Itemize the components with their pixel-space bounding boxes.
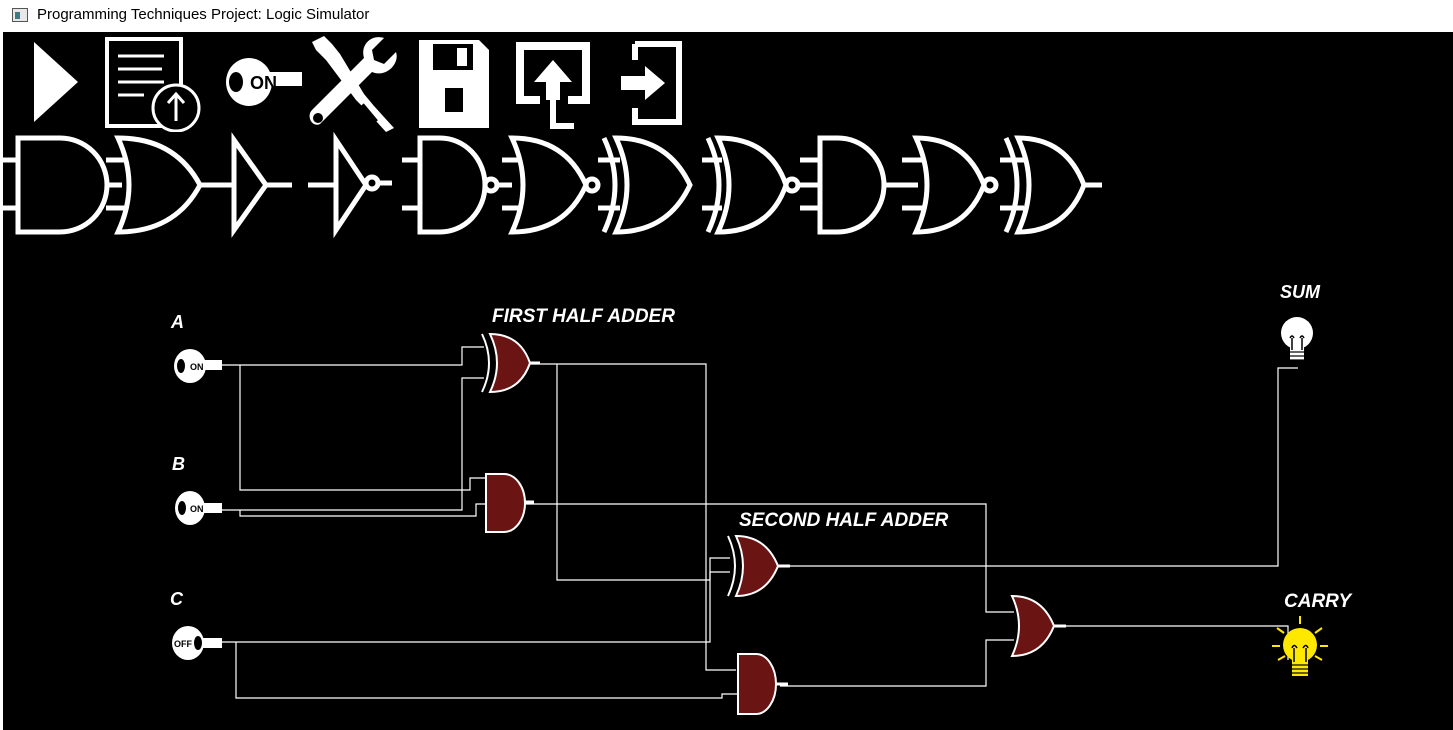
xor-gate-second[interactable] [727,534,790,598]
nor-gate-tool[interactable] [502,135,601,235]
switch-a[interactable]: ON [174,349,222,383]
add-switch-button[interactable]: ON [224,54,304,114]
input-a-label: A [171,312,184,332]
svg-text:ON: ON [190,362,204,372]
led-carry[interactable] [1272,616,1328,676]
and3-gate-tool[interactable] [800,135,918,235]
nor3-gate-tool[interactable] [902,135,999,235]
input-c-label: C [170,589,183,609]
exit-button[interactable] [617,40,687,128]
or-gate-tool[interactable] [106,135,212,235]
led-sum[interactable] [1281,317,1313,361]
load-button[interactable] [104,36,202,132]
window-title: Programming Techniques Project: Logic Si… [37,6,370,23]
xor-gate-tool[interactable] [598,135,693,235]
save-button[interactable] [417,38,491,130]
xor-gate-first[interactable] [481,332,540,394]
first-half-adder-label: FIRST HALF ADDER [492,306,675,327]
second-half-adder-label: SECOND HALF ADDER [739,510,949,531]
edit-button[interactable] [302,34,402,134]
and-gate-tool[interactable] [2,135,122,235]
output-carry-label: CARRY [1284,591,1352,612]
export-button[interactable] [512,38,594,130]
app-icon [12,8,28,22]
export-icon [516,42,590,129]
xnor-gate-tool[interactable] [702,135,801,235]
exit-icon [621,41,682,125]
switch-b[interactable]: ON [175,491,222,525]
buffer-gate-tool[interactable] [212,132,292,238]
switch-on-icon: ON [226,58,302,106]
and-gate-second[interactable] [737,653,788,715]
nand-gate-tool[interactable] [402,135,512,235]
switch-c[interactable]: OFF [172,626,222,660]
svg-text:ON: ON [250,73,277,93]
window-titlebar: Programming Techniques Project: Logic Si… [0,0,1453,32]
load-file-icon [105,37,201,132]
and-gate-first[interactable] [485,473,534,533]
not-gate-tool[interactable] [308,131,392,239]
save-icon [419,40,489,128]
or-gate-carry[interactable] [1010,594,1066,658]
svg-text:ON: ON [190,504,204,514]
svg-text:OFF: OFF [174,639,192,649]
output-sum-label: SUM [1280,282,1320,302]
tools-icon [309,36,397,132]
window-border [0,32,3,730]
play-icon [34,42,78,122]
xor3-gate-tool[interactable] [1000,135,1102,235]
wires [220,346,1298,699]
simulate-button[interactable] [30,38,82,126]
input-b-label: B [172,454,185,474]
